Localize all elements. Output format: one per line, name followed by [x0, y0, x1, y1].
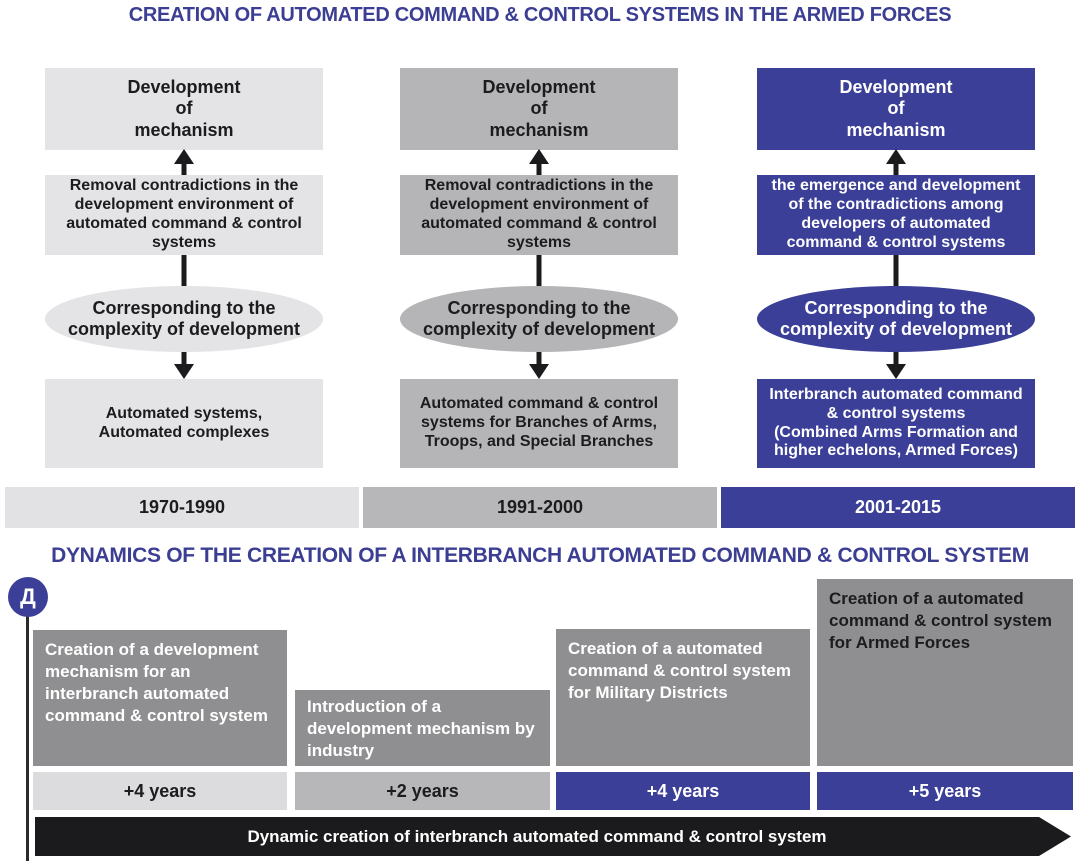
connector-line	[536, 255, 542, 291]
period-label: 1970-1990	[138, 497, 226, 517]
arrow-down-icon	[529, 364, 549, 379]
stage-label: Introduction of a development mechanism …	[307, 697, 535, 761]
period-2001-2015: 2001-2015	[721, 487, 1075, 528]
stage-duration-3: +4 years	[556, 772, 810, 810]
stage-box-armed-forces: Creation of a automated command & contro…	[817, 579, 1073, 766]
arrow-down-stem	[536, 348, 542, 368]
development-mechanism-box: Development of mechanism	[400, 68, 678, 150]
arrow-up-icon	[529, 149, 549, 164]
complexity-text: Corresponding to the complexity of devel…	[422, 297, 656, 339]
duration-label: +5 years	[908, 780, 982, 801]
timeline-axis-line	[26, 612, 29, 861]
development-mechanism-text: Development of mechanism	[127, 77, 241, 140]
result-box: Automated systems, Automated complexes	[45, 379, 323, 468]
era-column-1970-1990: Development of mechanism Removal contrad…	[45, 68, 323, 468]
contradictions-box: the emergence and development of the con…	[757, 175, 1035, 255]
stage-duration-1: +4 years	[33, 772, 287, 810]
arrow-up-stem	[893, 161, 899, 175]
complexity-ellipse: Corresponding to the complexity of devel…	[45, 286, 323, 352]
result-text: Interbranch automated command & control …	[769, 385, 1023, 460]
development-mechanism-box: Development of mechanism	[45, 68, 323, 150]
stage-duration-4: +5 years	[817, 772, 1073, 810]
arrow-down-icon	[174, 364, 194, 379]
stage-box-development-mechanism: Creation of a development mechanism for …	[33, 630, 287, 766]
d-marker-badge: Д	[8, 577, 48, 617]
complexity-text: Corresponding to the complexity of devel…	[67, 297, 301, 339]
period-1970-1990: 1970-1990	[5, 487, 359, 528]
contradictions-text: the emergence and development of the con…	[771, 177, 1021, 251]
result-box: Interbranch automated command & control …	[757, 379, 1035, 468]
duration-label: +2 years	[386, 780, 459, 801]
contradictions-box: Removal contradictions in the developmen…	[400, 175, 678, 255]
arrow-up-icon	[886, 149, 906, 164]
period-1991-2000: 1991-2000	[363, 487, 717, 528]
complexity-ellipse: Corresponding to the complexity of devel…	[757, 286, 1035, 352]
contradictions-text: Removal contradictions in the developmen…	[421, 177, 657, 251]
stage-box-military-districts: Creation of a automated command & contro…	[556, 629, 810, 766]
arrow-down-stem	[893, 348, 899, 368]
banner-label: Dynamic creation of interbranch automate…	[247, 826, 827, 846]
development-mechanism-text: Development of mechanism	[839, 77, 953, 140]
top-section-title: CREATION OF AUTOMATED COMMAND & CONTROL …	[128, 4, 952, 26]
complexity-ellipse: Corresponding to the complexity of devel…	[400, 286, 678, 352]
stage-label: Creation of a development mechanism for …	[45, 640, 268, 726]
arrow-down-stem	[181, 348, 187, 368]
stage-label: Creation of a automated command & contro…	[829, 589, 1052, 653]
connector-line	[893, 255, 899, 291]
arrow-up-stem	[181, 161, 187, 175]
arrow-up-stem	[536, 161, 542, 175]
complexity-text: Corresponding to the complexity of devel…	[779, 297, 1013, 339]
era-column-2001-2015: Development of mechanism the emergence a…	[757, 68, 1035, 468]
result-box: Automated command & control systems for …	[400, 379, 678, 468]
duration-label: +4 years	[646, 780, 720, 801]
arrow-down-icon	[886, 364, 906, 379]
bottom-section-title: DYNAMICS OF THE CREATION OF A INTERBRANC…	[51, 544, 1029, 567]
contradictions-box: Removal contradictions in the developmen…	[45, 175, 323, 255]
d-marker-letter: Д	[20, 584, 36, 609]
arrow-up-icon	[174, 149, 194, 164]
development-mechanism-text: Development of mechanism	[482, 77, 596, 140]
connector-line	[181, 255, 187, 291]
stage-label: Creation of a automated command & contro…	[568, 639, 791, 703]
period-label: 1991-2000	[496, 497, 584, 517]
contradictions-text: Removal contradictions in the developmen…	[66, 177, 302, 251]
stage-box-industry-introduction: Introduction of a development mechanism …	[295, 690, 550, 766]
era-column-1991-2000: Development of mechanism Removal contrad…	[400, 68, 678, 468]
duration-label: +4 years	[123, 780, 197, 801]
dynamic-creation-arrow-banner: Dynamic creation of interbranch automate…	[35, 817, 1071, 856]
stage-duration-2: +2 years	[295, 772, 550, 810]
result-text: Automated command & control systems for …	[419, 395, 659, 450]
development-mechanism-box: Development of mechanism	[757, 68, 1035, 150]
result-text: Automated systems, Automated complexes	[98, 404, 270, 441]
period-label: 2001-2015	[854, 497, 942, 517]
